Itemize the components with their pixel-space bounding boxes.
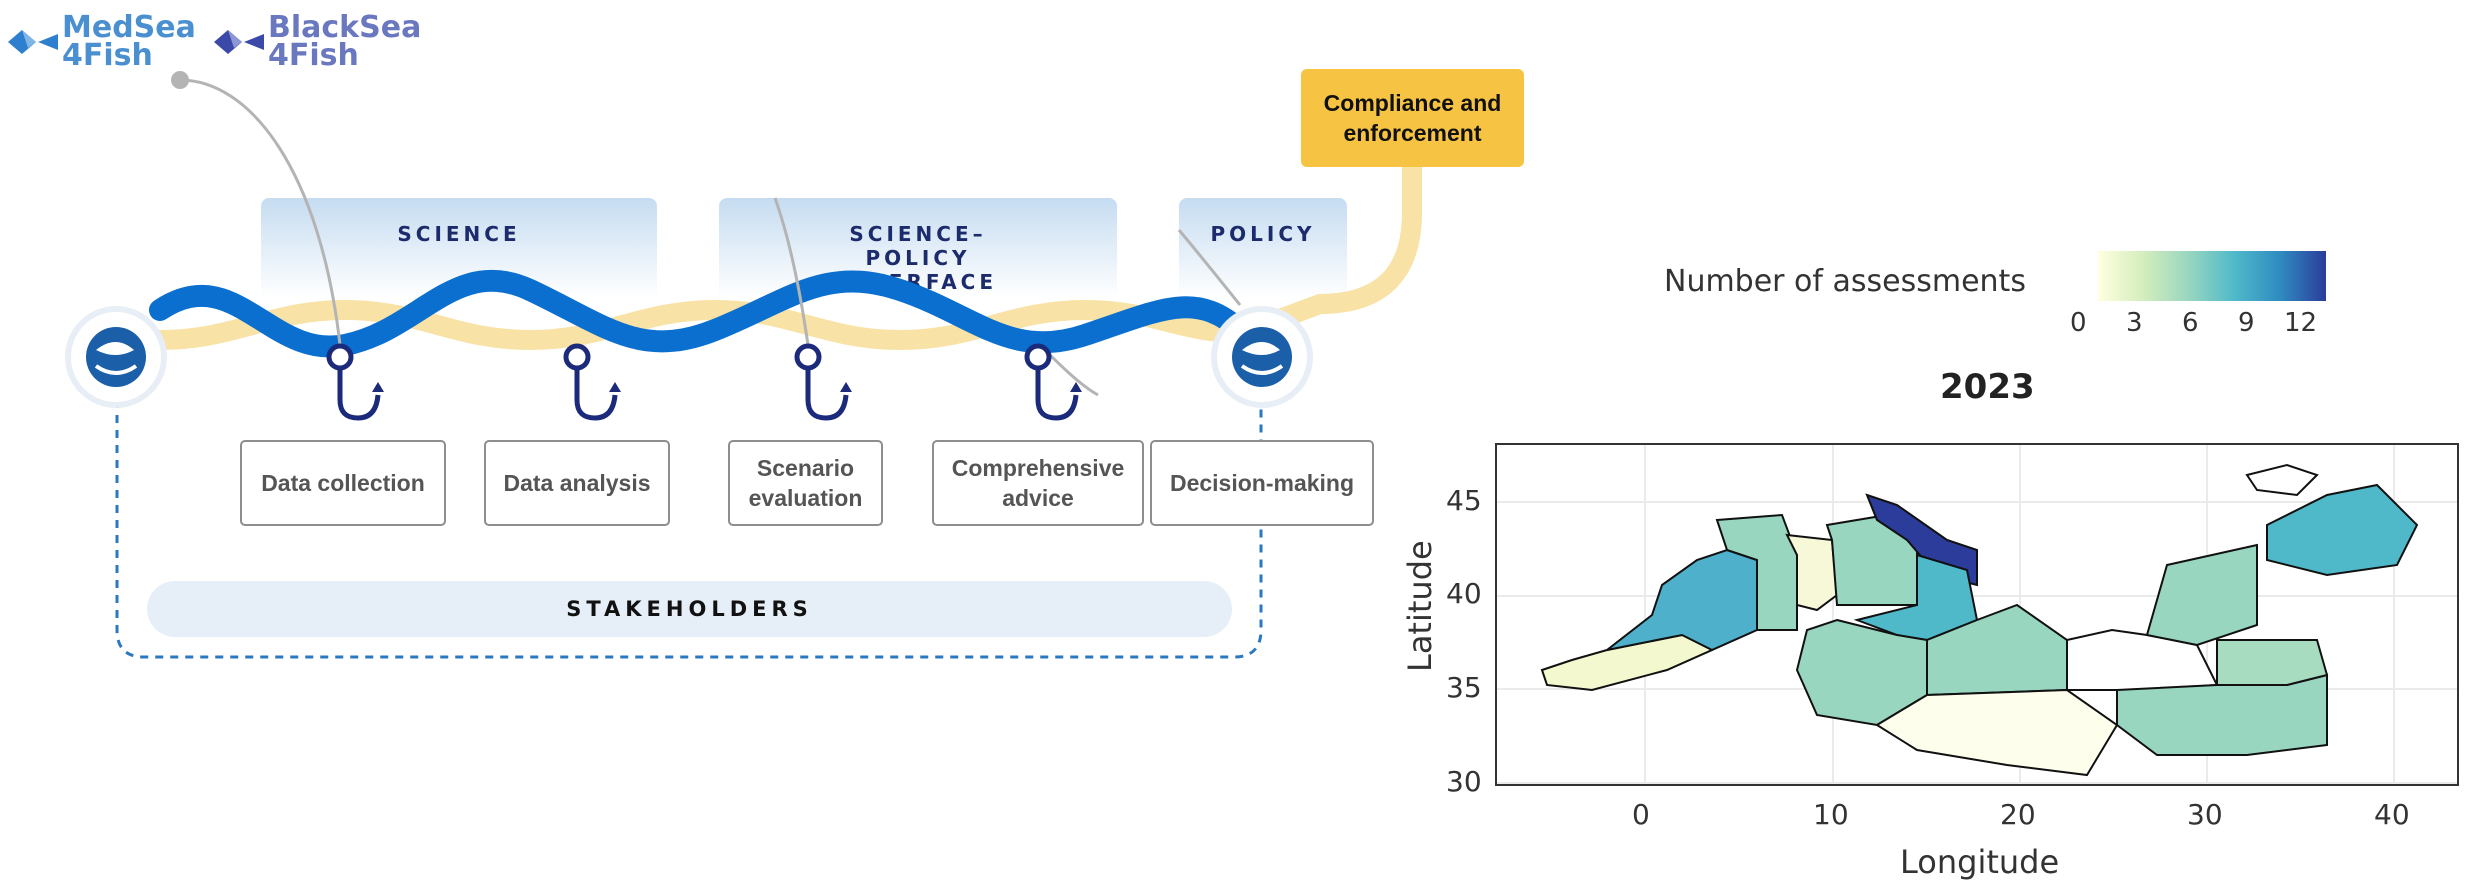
x-tick: 30 (2187, 798, 2223, 831)
map-svg (1497, 445, 2457, 784)
map-title: 2023 (1940, 367, 2035, 407)
x-tick: 0 (1632, 798, 1650, 831)
fish-hook-icon (794, 343, 852, 421)
fish-circle-icon (65, 306, 167, 408)
x-tick: 10 (1813, 798, 1849, 831)
fish-hook-icon (326, 343, 384, 421)
legend-ticks: 0 3 6 9 12 (2070, 308, 2360, 342)
stakeholders-bar: STAKEHOLDERS (147, 581, 1232, 637)
connector-line-scenario (773, 197, 810, 346)
y-tick: 35 (1446, 671, 1482, 704)
step-comprehensive-advice: Comprehensive advice (932, 440, 1144, 526)
fish-hook-icon (1024, 343, 1082, 421)
fish-circle-icon (1211, 306, 1313, 408)
y-tick: 45 (1446, 484, 1482, 517)
blacksea-logo-icon (214, 30, 264, 54)
connector-line-policy (1177, 229, 1242, 306)
legend-tick: 3 (2126, 308, 2143, 338)
legend-tick: 6 (2182, 308, 2199, 338)
x-tick: 20 (2000, 798, 2036, 831)
step-scenario-evaluation: Scenario evaluation (728, 440, 883, 526)
legend-title: Number of assessments (1664, 264, 2026, 299)
science-policy-band: SCIENCE–POLICY INTERFACE (719, 198, 1117, 298)
y-tick: 30 (1446, 765, 1482, 798)
y-tick: 40 (1446, 577, 1482, 610)
medsea-logo-icon (8, 30, 58, 54)
legend-tick: 12 (2284, 308, 2318, 338)
step-decision-making: Decision-making (1150, 440, 1374, 526)
connector-line-logo (179, 78, 342, 346)
step-data-collection: Data collection (240, 440, 446, 526)
legend-tick: 9 (2238, 308, 2255, 338)
connector-dot (171, 71, 189, 89)
fish-hook-icon (563, 343, 621, 421)
compliance-box: Compliance and enforcement (1301, 69, 1524, 167)
process-diagram (65, 71, 1422, 659)
x-tick: 40 (2374, 798, 2410, 831)
legend-colorbar (2098, 251, 2326, 301)
map-plot (1495, 443, 2459, 786)
stakeholder-loop-line (115, 400, 1263, 659)
legend-tick: 0 (2070, 308, 2087, 338)
x-axis-label: Longitude (1900, 843, 2060, 881)
step-data-analysis: Data analysis (484, 440, 670, 526)
policy-band: POLICY (1179, 198, 1347, 298)
map-regions (1540, 463, 2419, 777)
y-axis-label: Latitude (1401, 540, 1439, 672)
